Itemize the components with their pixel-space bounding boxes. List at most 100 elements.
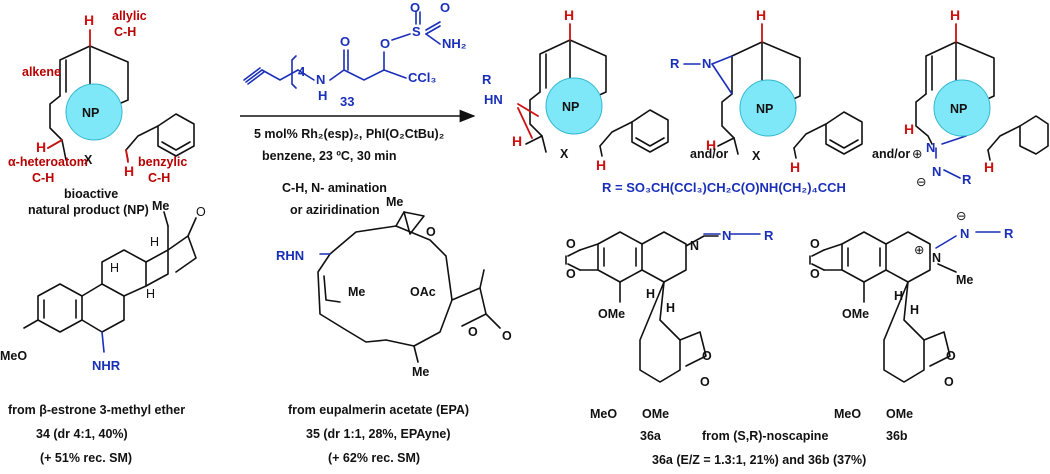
heteroatom-x: X (84, 153, 93, 167)
amide-n: N (316, 72, 325, 87)
o-36b-b: O (810, 267, 820, 281)
lactone-o-35: O (468, 325, 478, 339)
compound-33: 33 (340, 94, 354, 109)
sulfamate-nh2: NH₂ (442, 36, 467, 51)
h-alpha-2: H (706, 137, 716, 153)
caption-35-line3: (+ 62% rec. SM) (328, 451, 420, 465)
generic-natural-product: NP H allylic C-H alkene X H H α-heteroat… (8, 9, 195, 217)
r-group-2: R (670, 56, 680, 71)
carbonyl-o-36b: O (944, 375, 954, 389)
carbonyl-o-36a: O (700, 375, 710, 389)
o-36a-a: O (566, 237, 576, 251)
ccl3-group: CCl₃ (408, 70, 436, 85)
meo-36b: MeO (834, 407, 861, 421)
np-label-1: NP (562, 100, 579, 114)
ome-36a: OMe (598, 307, 625, 321)
me-35-bottom: Me (412, 365, 429, 379)
caption-34-line2: 34 (dr 4:1, 40%) (36, 427, 128, 441)
conditions-line1: 5 mol% Rh₂(esp)₂, PhI(O₂CtBu)₂ (254, 127, 444, 141)
np-sphere (65, 83, 123, 141)
n-36b: N (932, 251, 941, 265)
benzylic-label: benzylic (138, 155, 187, 169)
bioactive-label: bioactive (64, 187, 118, 201)
x-2: X (752, 149, 761, 163)
ammonium-n: N (926, 140, 935, 155)
conditions-line4: or aziridination (290, 203, 380, 217)
lactone-o-36a: O (702, 349, 712, 363)
me-35-top: Me (386, 195, 403, 209)
ome-36a-b: OMe (642, 407, 669, 421)
amide-n-3: N (932, 164, 941, 179)
meo-34: MeO (0, 349, 27, 363)
conditions-line3: C-H, N- amination (282, 181, 387, 195)
benzylic-h: H (124, 163, 134, 179)
h-alpha-1: H (512, 133, 522, 149)
sulfamate-o: O (380, 36, 390, 51)
ketone-o-34: O (196, 205, 206, 219)
np-label-2: NP (756, 102, 773, 116)
conditions-line2: benzene, 23 ºC, 30 min (262, 149, 396, 163)
h-36b-b: H (910, 303, 919, 317)
plus-charge-3: ⊕ (912, 147, 922, 161)
me-36b: Me (956, 273, 973, 287)
h-top-1: H (564, 7, 574, 23)
meo-36a: MeO (590, 407, 617, 421)
h-top-2: H (756, 7, 766, 23)
natural-product-label: natural product (NP) (28, 203, 149, 217)
amide-h: H (318, 88, 327, 103)
h-34-c: H (146, 287, 155, 301)
compound-36b: O O N ⊕ N ⊖ R Me H H OMe O O MeO OMe 36b (809, 209, 1014, 443)
caption-36-line2: 36a (E/Z = 1.3:1, 21%) and 36b (37%) (652, 453, 866, 467)
compound-36a: O O N N R H H OMe O O MeO OMe 36a (565, 228, 774, 443)
h-36a-a: H (646, 287, 655, 301)
carbonyl-o: O (340, 34, 350, 49)
r-group-3: R (962, 172, 972, 187)
h-benzylic-1: H (596, 157, 606, 173)
h-36a-b: H (666, 301, 675, 315)
caption-34-line1: from β-estrone 3-methyl ether (8, 403, 185, 417)
h-top-3: H (950, 7, 960, 23)
r-definition: R = SO₃CH(CCl₃)CH₂C(O)NH(CH₂)₄CCH (602, 180, 846, 195)
product-ch-amination: NP H R HN X H H (482, 7, 669, 173)
product-n-amination: NP H H N ⊕ N ⊖ R H and/or (872, 7, 1049, 189)
carbonyl-o-35: O (502, 329, 512, 343)
caption-35-line1: from eupalmerin acetate (EPA) (288, 403, 469, 417)
epoxide-o-35: O (426, 225, 436, 239)
allylic-h: H (84, 12, 94, 28)
x-1: X (560, 147, 569, 161)
np-label-3: NP (950, 102, 967, 116)
sulfonyl-o-2: O (440, 0, 450, 15)
reagent-33: 4 N H O O S O O NH₂ CCl₃ 33 (243, 0, 467, 109)
r-group-1: R (482, 72, 492, 87)
h-benzylic-2: H (790, 159, 800, 175)
and-or-1: and/or (690, 147, 728, 161)
benzylic-ch-label: C-H (148, 171, 170, 185)
me-34: Me (152, 199, 169, 213)
o-36a-b: O (566, 267, 576, 281)
aziridine-n: N (702, 56, 711, 71)
caption-35-line2: 35 (dr 1:1, 28%, EPAyne) (306, 427, 451, 441)
plus-36b: ⊕ (914, 243, 924, 257)
product-aziridine: NP H R N X H H and/or (670, 7, 863, 175)
h-34-a: H (150, 235, 159, 249)
label-36a: 36a (640, 429, 662, 443)
minus-charge-3: ⊖ (916, 175, 926, 189)
imine-n-36a: N (722, 228, 731, 243)
np-label: NP (82, 106, 99, 120)
ome-36b: OMe (842, 307, 869, 321)
alpha-heteroatom-label: α-heteroatom (8, 155, 88, 169)
minus-36b: ⊖ (956, 209, 966, 223)
caption-34-line3: (+ 51% rec. SM) (40, 451, 132, 465)
label-36b: 36b (886, 429, 908, 443)
h-34-b: H (110, 261, 119, 275)
n-36a: N (690, 239, 699, 253)
alpha-ch-label: C-H (32, 171, 54, 185)
r-36a: R (764, 228, 774, 243)
oac-35: OAc (410, 285, 436, 299)
allylic-label: allylic (112, 9, 147, 23)
nhr-34: NHR (92, 358, 121, 373)
h-alpha-3: H (904, 121, 914, 137)
sulfur-s: S (412, 24, 421, 39)
amide-n-36b: N (960, 226, 969, 241)
